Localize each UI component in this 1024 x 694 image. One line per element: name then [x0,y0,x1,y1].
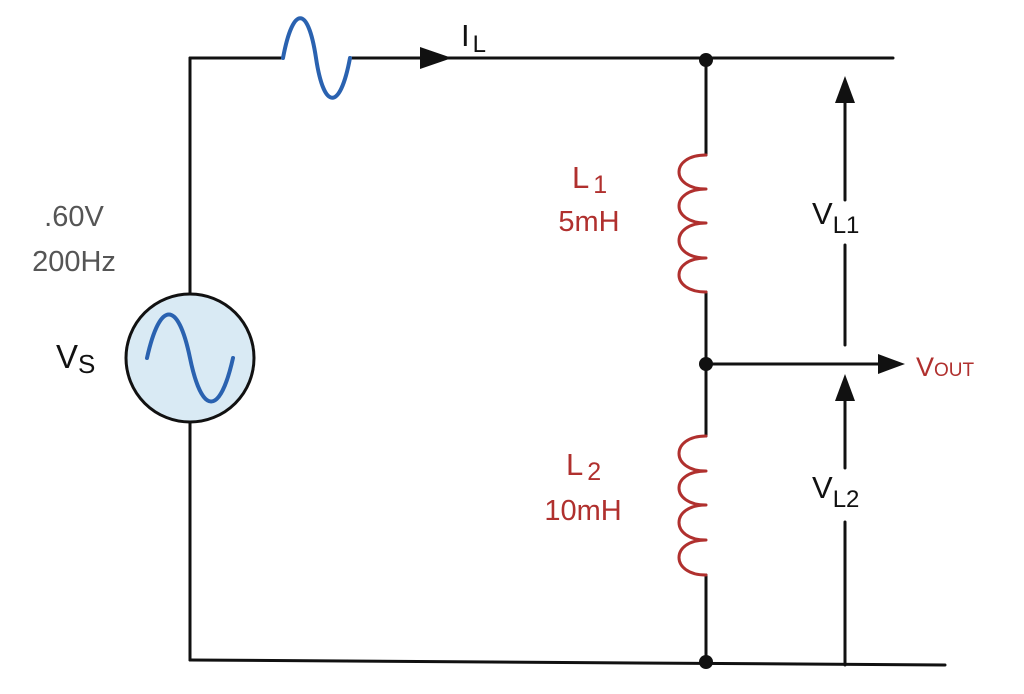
inductor-l1-name-main: L [572,160,589,195]
source-name-sub: S [78,349,95,379]
source-frequency-label: 200Hz [32,246,116,278]
voltage-l1-label-main: V [812,196,833,231]
source-sine-icon [145,312,235,404]
voltage-l1-label: VL1 [812,196,859,239]
current-sine-icon [281,16,352,100]
output-arrowhead [878,354,905,374]
inductor-l1-name-sub: 1 [593,171,607,199]
vl1-arrowhead [835,76,855,103]
inductor-l1-value: 5mH [558,206,619,238]
voltage-l2-label-sub: L2 [833,486,860,513]
voltage-l2-label: VL2 [812,470,859,513]
inductor-l2-value: 10mH [544,495,621,527]
voltage-l1-label-sub: L1 [833,212,860,239]
voltage-l2-label-main: V [812,470,833,505]
source-voltage-label: .60V [44,201,104,233]
current-arrow-icon [420,47,452,69]
current-label-sub: L [473,31,486,58]
source-name-main: V [56,338,78,375]
junction-top [699,53,713,67]
junction-middle [699,357,713,371]
inductor-l2-name-sub: 2 [587,458,601,486]
inductor-l2-coil [677,434,708,577]
source-name-label: VS [56,338,95,379]
inductor-l2-name-main: L [566,447,583,482]
bottom-wire [188,658,947,667]
current-label-main: I [461,18,470,53]
vl2-arrowhead [835,374,855,401]
junction-bottom [699,655,713,669]
inductor-l1-coil [677,153,708,294]
output-label: Vout [916,352,975,382]
